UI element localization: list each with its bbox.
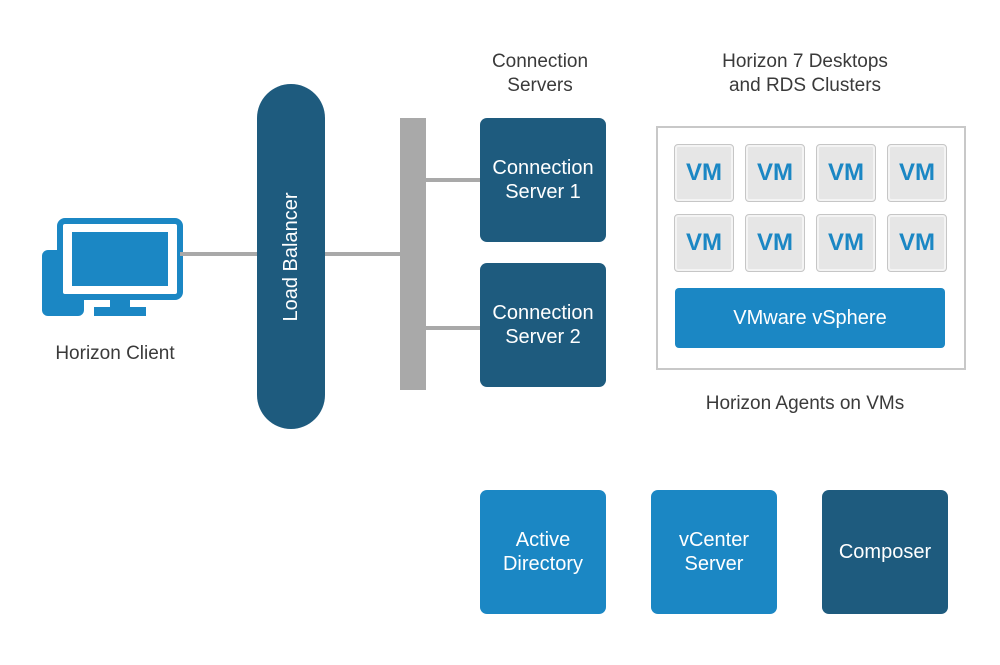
horizon-client-label: Horizon Client	[55, 343, 175, 364]
load-balancer: Load Balancer	[257, 84, 325, 429]
vm-tile: VM	[745, 144, 805, 202]
vm-tile: VM	[887, 214, 947, 272]
active-directory-box: Active Directory	[480, 490, 606, 614]
vm-tile: VM	[816, 214, 876, 272]
vm-tile: VM	[816, 144, 876, 202]
monitor-icon	[42, 218, 183, 316]
load-balancer-label: Load Balancer	[280, 192, 302, 321]
horizon-agents-caption: Horizon Agents on VMs	[705, 393, 905, 414]
connection-server-1: Connection Server 1	[480, 118, 606, 242]
vmware-vsphere-bar: VMware vSphere	[675, 288, 945, 348]
desktops-heading: Horizon 7 Desktops and RDS Clusters	[722, 51, 888, 96]
vm-tile: VM	[674, 214, 734, 272]
vcenter-server-box: vCenter Server	[651, 490, 777, 614]
bus-to-server1-connector	[426, 178, 482, 182]
client-to-lb-connector	[180, 252, 258, 256]
composer-box: Composer	[822, 490, 948, 614]
network-bus	[400, 118, 426, 390]
vm-tile: VM	[674, 144, 734, 202]
bus-to-server2-connector	[426, 326, 482, 330]
vm-tile: VM	[887, 144, 947, 202]
connection-server-2: Connection Server 2	[480, 263, 606, 387]
lb-to-bus-connector	[325, 252, 403, 256]
vm-tile: VM	[745, 214, 805, 272]
connection-servers-heading: Connection Servers	[491, 51, 589, 96]
